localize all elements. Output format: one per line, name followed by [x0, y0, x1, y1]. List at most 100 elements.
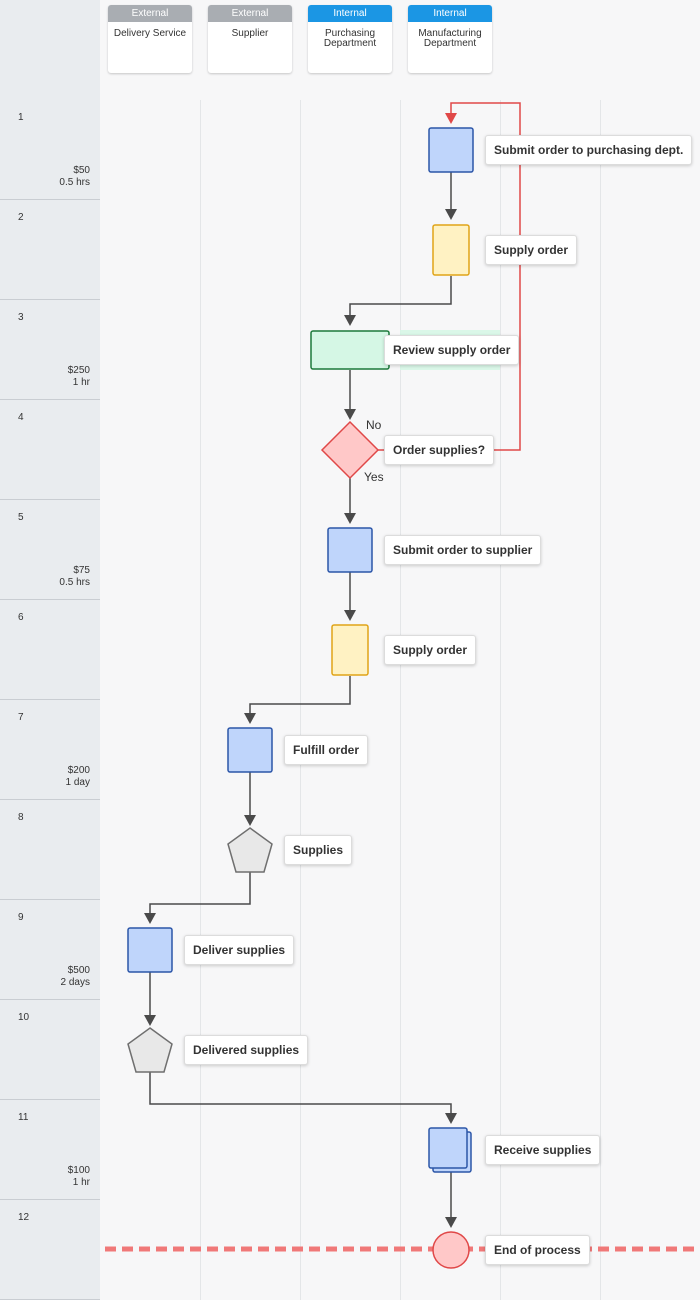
row-cost: $500: [67, 965, 90, 976]
row-duration: 2 days: [60, 977, 90, 988]
lane-type-tag: Internal: [408, 5, 492, 22]
row-duration: 0.5 hrs: [59, 177, 90, 188]
deliver-supplies-shape: [127, 927, 173, 973]
end-of-process-label[interactable]: End of process: [485, 1235, 590, 1265]
connector-arrowhead: [445, 113, 457, 124]
order-supplies-decision-shape: [320, 420, 380, 480]
supplies-shape: [227, 827, 273, 873]
connector-line: [349, 276, 452, 316]
connector-line: [249, 676, 351, 714]
row-number: 11: [18, 1112, 29, 1123]
row-number: 10: [18, 1012, 30, 1023]
order-supplies-decision-label[interactable]: Order supplies?: [384, 435, 495, 465]
submit-order-purchasing-shape: [428, 127, 474, 173]
row-number: 12: [18, 1212, 30, 1223]
lane-type-tag: External: [208, 5, 292, 22]
row-number: 4: [18, 412, 24, 423]
row-number: 7: [18, 712, 24, 723]
fulfill-order-label[interactable]: Fulfill order: [284, 735, 368, 765]
end-of-process-shape: [432, 1231, 470, 1269]
row-cost: $200: [67, 765, 90, 776]
decision-no-label: No: [366, 418, 382, 432]
row-number: 3: [18, 312, 24, 323]
lane-name: Manufacturing Department: [418, 28, 482, 49]
row-number: 2: [18, 212, 24, 223]
supply-order-1-shape: [432, 224, 470, 276]
row-duration: 0.5 hrs: [59, 577, 90, 588]
submit-order-supplier-shape: [327, 527, 373, 573]
connector-arrowhead: [344, 315, 356, 326]
receive-supplies-label[interactable]: Receive supplies: [485, 1135, 601, 1165]
row-number: 9: [18, 912, 24, 923]
deliver-supplies-label[interactable]: Deliver supplies: [184, 935, 295, 965]
row-cell: 8: [0, 800, 100, 900]
row-number: 6: [18, 612, 24, 623]
supply-order-2-shape: [331, 624, 369, 676]
lane-divider: [600, 100, 601, 1300]
row-cell: 2: [0, 200, 100, 300]
row-duration: 1 day: [65, 777, 90, 788]
submit-order-purchasing-label[interactable]: Submit order to purchasing dept.: [485, 135, 693, 165]
connector-line: [149, 872, 251, 914]
connector-arrowhead: [445, 1113, 457, 1124]
lane-type-tag: External: [108, 5, 192, 22]
connector-arrowhead: [244, 713, 256, 724]
supply-order-2-label[interactable]: Supply order: [384, 635, 477, 665]
row-cell: 4: [0, 400, 100, 500]
row-cost: $100: [67, 1165, 90, 1176]
lane-divider: [400, 100, 401, 1300]
lane-divider: [200, 100, 201, 1300]
row-duration: 1 hr: [72, 377, 90, 388]
row-cost: $250: [67, 365, 90, 376]
connector-arrowhead: [445, 209, 457, 220]
row-cost: $50: [73, 165, 90, 176]
review-supply-order-label[interactable]: Review supply order: [384, 335, 520, 365]
lane-divider: [500, 100, 501, 1300]
receive-supplies-shape: [428, 1127, 468, 1169]
lane-name: Delivery Service: [113, 28, 187, 39]
connector-arrowhead: [344, 513, 356, 524]
lane-name: Supplier: [231, 28, 269, 39]
connector-arrowhead: [344, 610, 356, 621]
supplies-label[interactable]: Supplies: [284, 835, 353, 865]
submit-order-supplier-label[interactable]: Submit order to supplier: [384, 535, 542, 565]
connector-arrowhead: [144, 1015, 156, 1026]
decision-yes-label: Yes: [364, 470, 384, 484]
supply-order-1-label[interactable]: Supply order: [485, 235, 578, 265]
row-cost: $75: [73, 565, 90, 576]
connector-arrowhead: [244, 815, 256, 826]
row-number: 5: [18, 512, 24, 523]
delivered-supplies-shape: [127, 1027, 173, 1073]
connector-arrowhead: [144, 913, 156, 924]
fulfill-order-shape: [227, 727, 273, 773]
lane-divider: [300, 100, 301, 1300]
connector-arrowhead: [445, 1217, 457, 1228]
row-duration: 1 hr: [72, 1177, 90, 1188]
connector-line: [149, 1072, 452, 1114]
review-supply-order-shape: [310, 330, 390, 370]
row-number: 8: [18, 812, 24, 823]
row-cell: 10: [0, 1000, 100, 1100]
row-number: 1: [18, 112, 24, 123]
delivered-supplies-label[interactable]: Delivered supplies: [184, 1035, 309, 1065]
row-cell: 6: [0, 600, 100, 700]
lane-type-tag: Internal: [308, 5, 392, 22]
connector-arrowhead: [344, 409, 356, 420]
